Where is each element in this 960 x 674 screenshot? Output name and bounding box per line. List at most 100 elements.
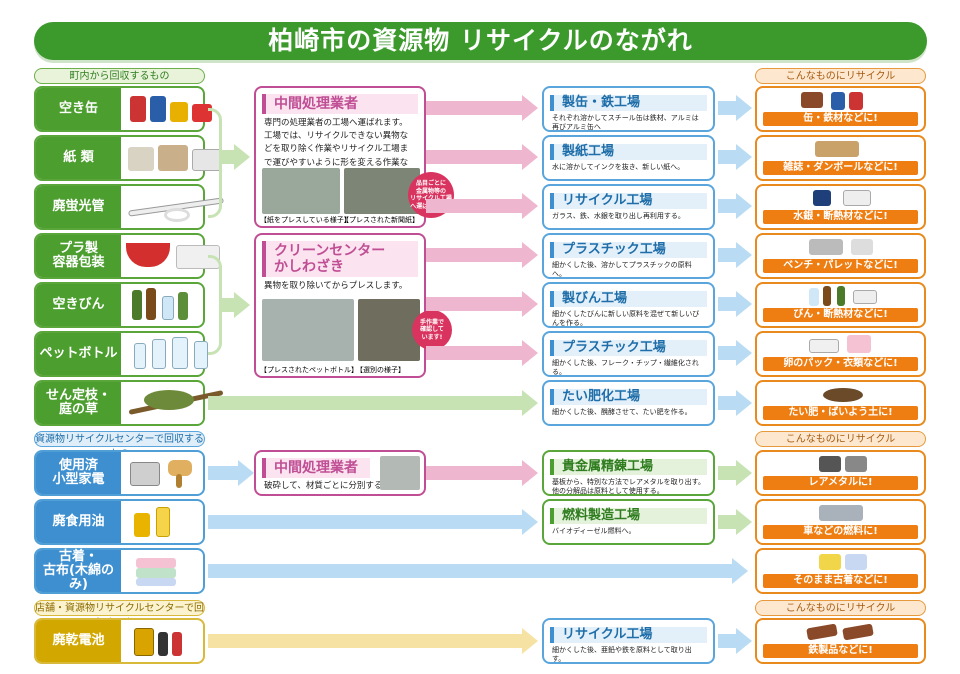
soil-icon <box>823 388 863 402</box>
result-label: そのまま古着などに! <box>763 574 918 588</box>
photo-sorting <box>358 299 420 361</box>
result-bottle: びん・断熱材などに! <box>755 282 926 328</box>
can-icon <box>849 92 863 110</box>
factory-desc: 細かくした後、フレーク・チップ・繊維化される。 <box>552 359 699 377</box>
item-label: 紙 類 <box>36 137 121 179</box>
result-bench: ベンチ・パレットなどに! <box>755 233 926 279</box>
result-mercury: 水銀・断熱材などに! <box>755 184 926 230</box>
bracket-group-2 <box>208 255 222 355</box>
bottle-icon <box>809 288 819 306</box>
arrow-to-processor-1 <box>222 144 250 170</box>
factory-plastic-1: プラスチック工場細かくした後、溶かしてプラスチックの原料へ。 <box>542 233 715 279</box>
processor-text: 異物を取り除いてからプレスします。 <box>264 281 408 292</box>
factory-recycle-2: リサイクル工場細かくした後、亜鉛や鉄を原料として取り出す。 <box>542 618 715 664</box>
factory-title: リサイクル工場 <box>550 193 707 209</box>
factory-plastic-2: プラスチック工場細かくした後、フレーク・チップ・繊維化される。 <box>542 331 715 377</box>
section-recycle-2: こんなものにリサイクル <box>755 431 926 447</box>
bottle-icon <box>837 286 845 306</box>
section-store: 店舗・資源物リサイクルセンターで回収するもの <box>34 600 205 629</box>
factory-title: 貴金属精錬工場 <box>550 459 707 475</box>
clothes-icon <box>124 554 230 588</box>
photo-crushing <box>380 456 420 490</box>
photo-pressed-pet <box>262 299 354 361</box>
processor-title: 中間処理業者 <box>262 458 370 479</box>
factory-paper: 製紙工場水に溶かしてインクを抜き、新しい紙へ。 <box>542 135 715 181</box>
result-label: 車などの燃料に! <box>763 525 918 539</box>
factory-title: 製紙工場 <box>550 144 707 160</box>
processor-text: 破砕して、材質ごとに分別する。 <box>264 481 391 492</box>
appliance-icon <box>124 456 230 490</box>
item-cooking-oil: 廃食用油 <box>34 499 205 545</box>
arrow-to-processor-2 <box>222 292 250 318</box>
factory-desc: 水に溶かしてインクを抜き、新しい紙へ。 <box>552 163 685 171</box>
fluorescent-tube-icon <box>124 190 230 224</box>
item-label: せん定枝・ 庭の草 <box>36 382 121 424</box>
truck-icon <box>819 505 863 521</box>
factory-title: 製びん工場 <box>550 291 707 307</box>
item-used-clothes: 古着・ 古布(木綿のみ) <box>34 548 205 594</box>
result-label: 雑誌・ダンボールなどに! <box>763 161 918 175</box>
skirt-icon <box>845 554 867 570</box>
result-label: ベンチ・パレットなどに! <box>763 259 918 273</box>
processor-clean-center: クリーンセンター かしわざき 異物を取り除いてからプレスします。 【プレスされた… <box>254 233 426 378</box>
section-town: 町内から回収するもの <box>34 68 205 84</box>
item-label: 廃蛍光管 <box>36 186 121 228</box>
item-bottles: 空きびん <box>34 282 205 328</box>
insulation-icon <box>843 190 871 206</box>
factory-desc: 細かくした後、溶かしてプラスチックの原料へ。 <box>552 261 692 279</box>
oil-bottle-icon <box>124 505 230 539</box>
item-paper: 紙 類 <box>34 135 222 181</box>
bracket-group-1 <box>208 108 222 218</box>
section-center: 資源物リサイクルセンターで回収するもの <box>34 431 205 460</box>
chair-icon <box>851 239 873 255</box>
page-title: 柏崎市の資源物 リサイクルのながれ <box>34 22 927 60</box>
badge-processor-2: 手作業で 確認して います! <box>412 310 452 350</box>
shirt-icon <box>847 335 871 353</box>
metal-icon <box>845 456 867 472</box>
paper-icon <box>124 141 230 175</box>
factory-desc: バイオディーゼル燃料へ。 <box>552 527 636 535</box>
factory-title: プラスチック工場 <box>550 340 707 356</box>
item-label: 廃乾電池 <box>36 620 121 662</box>
steel-icon <box>801 92 823 108</box>
item-label: ペットボトル <box>36 333 121 375</box>
photo-paper-press <box>262 168 340 214</box>
factory-desc: ガラス、鉄、水銀を取り出し再利用する。 <box>552 212 685 220</box>
result-cans: 缶・鉄材などに! <box>755 86 926 132</box>
processor-middle-1: 中間処理業者 専門の処理業者の工場へ運ばれます。 工場では、リサイクルできない異… <box>254 86 426 228</box>
bench-icon <box>809 239 843 255</box>
shirt-icon <box>819 554 841 570</box>
factory-fuel: 燃料製造工場バイオディーゼル燃料へ。 <box>542 499 715 545</box>
processor-middle-3: 中間処理業者 破砕して、材質ごとに分別する。 <box>254 450 426 496</box>
mercury-icon <box>813 190 831 206</box>
factory-desc: 細かくした後、亜鉛や鉄を原料として取り出す。 <box>552 646 692 664</box>
factory-can-steel: 製缶・鉄工場それぞれ溶かしてスチール缶は鉄材、アルミは再びアルミ缶へ <box>542 86 715 132</box>
factory-title: リサイクル工場 <box>550 627 707 643</box>
glass-bottle-icon <box>124 288 230 322</box>
branch-icon <box>124 386 230 420</box>
factory-title: 製缶・鉄工場 <box>550 95 707 111</box>
egg-pack-icon <box>809 339 839 353</box>
item-label: 空きびん <box>36 284 121 326</box>
photo-caption: 【プレスされたペットボトル】 <box>260 366 358 374</box>
photo-pressed-newspaper <box>344 168 420 214</box>
factory-desc: 細かくした後、醗酵させて、たい肥を作る。 <box>552 408 692 416</box>
factory-precious-metal: 貴金属精錬工場基板から、特別な方法でレアメタルを取り出す。他の分解品は原料として… <box>542 450 715 496</box>
item-batteries: 廃乾電池 <box>34 618 205 664</box>
result-iron: 鉄製品などに! <box>755 618 926 664</box>
item-cans: 空き缶 <box>34 86 212 132</box>
result-label: レアメタルに! <box>763 476 918 490</box>
can-icon <box>831 92 845 110</box>
item-label: プラ製 容器包装 <box>36 235 121 277</box>
photo-caption: 【プレスされた新聞紙】 <box>342 216 419 224</box>
factory-title: プラスチック工場 <box>550 242 707 258</box>
factory-compost: たい肥化工場細かくした後、醗酵させて、たい肥を作る。 <box>542 380 715 426</box>
factory-bottle: 製びん工場細かくしたびんに新しい原料を混ぜて新しいびんを作る。 <box>542 282 715 328</box>
iron-bar-icon <box>806 623 838 641</box>
iron-bar-icon <box>842 623 874 641</box>
item-label: 古着・ 古布(木綿のみ) <box>36 549 121 592</box>
item-small-appliances: 使用済 小型家電 <box>34 450 205 496</box>
factory-desc: 基板から、特別な方法でレアメタルを取り出す。他の分解品は原料として使用する。 <box>552 478 705 496</box>
insulation-icon <box>853 290 877 304</box>
result-compost: たい肥・ばいよう土に! <box>755 380 926 426</box>
